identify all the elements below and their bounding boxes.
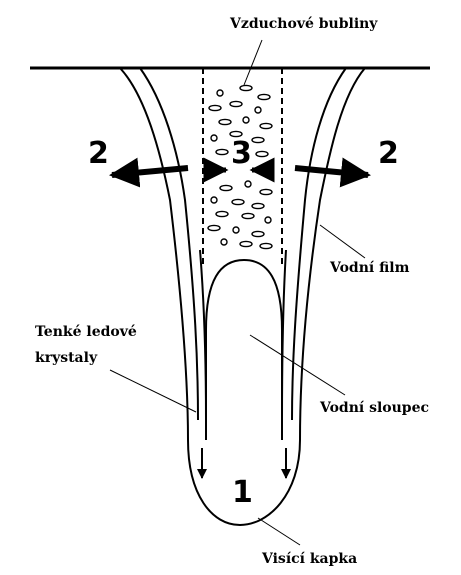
air-bubble (245, 181, 251, 187)
air-bubble (233, 227, 239, 233)
air-bubble (260, 123, 272, 128)
air-bubble (219, 119, 231, 124)
air-bubble (221, 239, 227, 245)
arrow-outward-left (112, 168, 188, 175)
air-bubble (217, 90, 223, 96)
marker-2-right: 2 (378, 136, 399, 171)
label-water-film: Vodní film (329, 260, 410, 276)
air-bubble (252, 231, 264, 236)
leader-water-film (320, 225, 365, 258)
air-bubble (265, 217, 271, 223)
air-bubble (216, 211, 228, 216)
label-ice-crystals-2: krystaly (35, 350, 98, 366)
air-bubble (260, 189, 272, 194)
air-bubble (232, 199, 244, 204)
arrow-outward-right (295, 168, 368, 175)
air-bubble (230, 101, 242, 106)
marker-3: 3 (231, 136, 252, 171)
air-bubble (211, 135, 217, 141)
air-bubble (242, 213, 254, 218)
air-bubble (209, 105, 221, 110)
leader-water-column (250, 335, 345, 395)
air-bubble (252, 137, 264, 142)
air-bubble (252, 203, 264, 208)
air-bubble (256, 151, 268, 156)
air-bubble (240, 85, 252, 90)
leader-air-bubbles (244, 40, 262, 85)
air-bubble (260, 243, 272, 248)
air-bubble (211, 197, 217, 203)
air-bubble (220, 185, 232, 190)
label-air-bubbles: Vzduchové bubliny (229, 16, 378, 32)
air-bubble (216, 149, 228, 154)
leader-hanging-drop (258, 518, 300, 545)
water-column-outline (206, 260, 282, 440)
leader-ice-crystals (110, 370, 196, 412)
label-ice-crystals-1: Tenké ledové (35, 324, 137, 340)
air-bubble (243, 117, 249, 123)
marker-1: 1 (232, 475, 253, 510)
air-bubble (255, 107, 261, 113)
air-bubble (258, 94, 270, 99)
air-bubble (240, 241, 252, 246)
marker-2-left: 2 (88, 136, 109, 171)
label-hanging-drop: Visící kapka (261, 551, 357, 567)
air-bubble (208, 225, 220, 230)
label-water-column: Vodní sloupec (319, 400, 429, 416)
